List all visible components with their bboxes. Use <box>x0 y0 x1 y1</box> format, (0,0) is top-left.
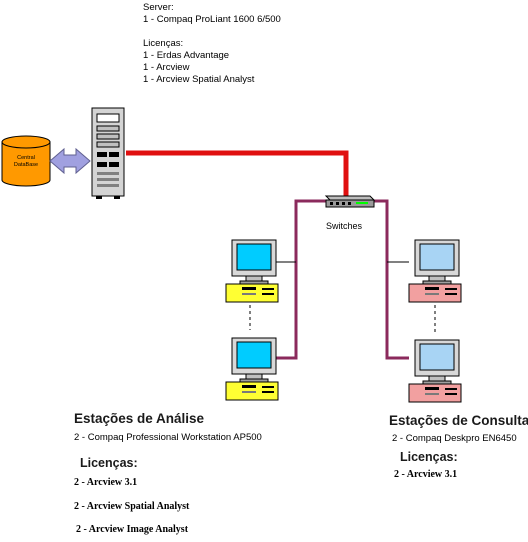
workstation-analysis-1-icon <box>225 239 279 303</box>
workstation-consult-2-icon <box>408 339 462 403</box>
database-label-line2: DataBase <box>13 162 39 168</box>
consult-licenses-label: Licenças: <box>400 450 458 464</box>
consult-subtitle: 2 - Compaq Deskpro EN6450 <box>392 433 517 444</box>
analysis-licenses-label: Licenças: <box>80 456 138 470</box>
bidirectional-arrow-icon <box>49 147 91 175</box>
server-license-item: 1 - Erdas Advantage <box>143 50 230 61</box>
server-tower-icon <box>91 107 125 199</box>
server-license-item: 1 - Arcview Spatial Analyst <box>143 74 255 85</box>
server-license-item: 1 - Arcview <box>143 62 190 73</box>
database-label: Central DataBase <box>6 155 46 169</box>
server-model: 1 - Compaq ProLiant 1600 6/500 <box>143 14 281 25</box>
analysis-license-item: 2 - Arcview Image Analyst <box>76 524 189 535</box>
network-switch-icon <box>324 195 376 208</box>
database-icon <box>1 135 51 187</box>
consult-title: Estações de Consulta <box>389 413 528 428</box>
consult-license-item: 2 - Arcview 3.1 <box>394 469 458 480</box>
analysis-subtitle: 2 - Compaq Professional Workstation AP50… <box>74 432 262 443</box>
server-info: Server: 1 - Compaq ProLiant 1600 6/500 L… <box>143 2 281 86</box>
analysis-license-item: 2 - Arcview 3.1 <box>74 477 138 488</box>
switch-label: Switches <box>326 221 363 231</box>
server-label: Server: <box>143 2 174 13</box>
workstation-consult-1-icon <box>408 239 462 303</box>
server-licenses-label: Licenças: <box>143 38 184 49</box>
server-link <box>126 150 349 196</box>
analysis-title: Estações de Análise <box>74 411 205 426</box>
lan-link-right <box>368 199 409 360</box>
database-label-line1: Central <box>17 155 35 161</box>
analysis-license-item: 2 - Arcview Spatial Analyst <box>74 501 190 512</box>
lan-link-left <box>276 199 332 360</box>
workstation-analysis-2-icon <box>225 337 279 401</box>
